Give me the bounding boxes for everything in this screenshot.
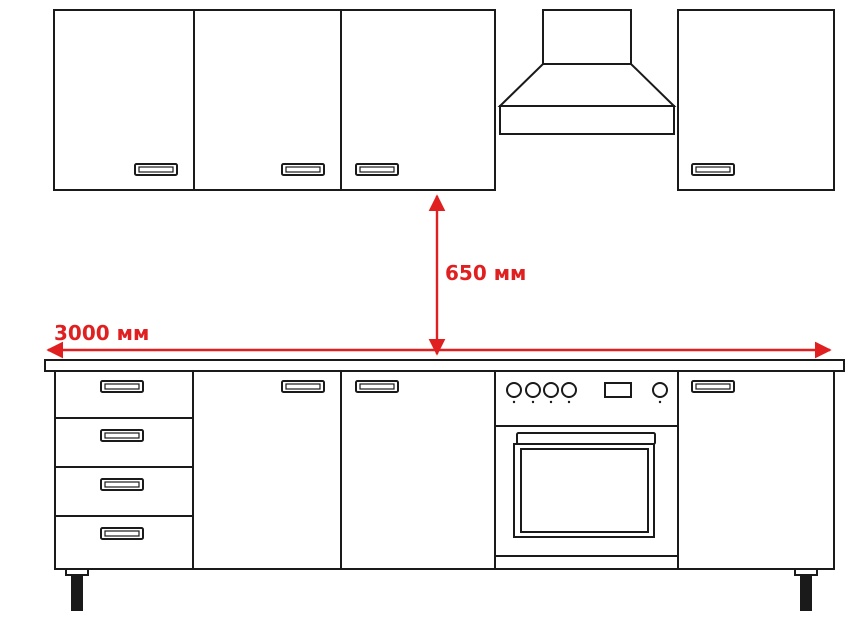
gap-dimension-label: 650 мм: [445, 261, 526, 285]
stove-knob: [652, 382, 668, 398]
stove-control-panel: [494, 370, 679, 427]
upper-cabinet-3: [340, 9, 496, 191]
stove: [494, 370, 679, 570]
oven-handle: [516, 432, 656, 445]
range-hood: [497, 9, 677, 135]
leg-right: [794, 568, 818, 611]
base-door-3: [677, 370, 835, 570]
stove-knob: [561, 382, 577, 398]
stove-knob: [543, 382, 559, 398]
drawer-1: [54, 370, 194, 419]
base-door-1: [192, 370, 342, 570]
stove-knob: [525, 382, 541, 398]
upper-cabinet-1: [53, 9, 195, 191]
stove-display: [604, 382, 632, 398]
drawer-4: [54, 515, 194, 570]
drawer-2: [54, 417, 194, 468]
drawer-3: [54, 466, 194, 517]
countertop: [44, 359, 845, 372]
oven-window: [520, 448, 649, 533]
stove-knob: [506, 382, 522, 398]
base-door-2: [340, 370, 496, 570]
drawer-stack: [54, 370, 194, 570]
upper-cabinet-2: [193, 9, 342, 191]
width-dimension-label: 3000 мм: [54, 321, 149, 345]
leg-left: [65, 568, 89, 611]
upper-cabinet-4: [677, 9, 835, 191]
